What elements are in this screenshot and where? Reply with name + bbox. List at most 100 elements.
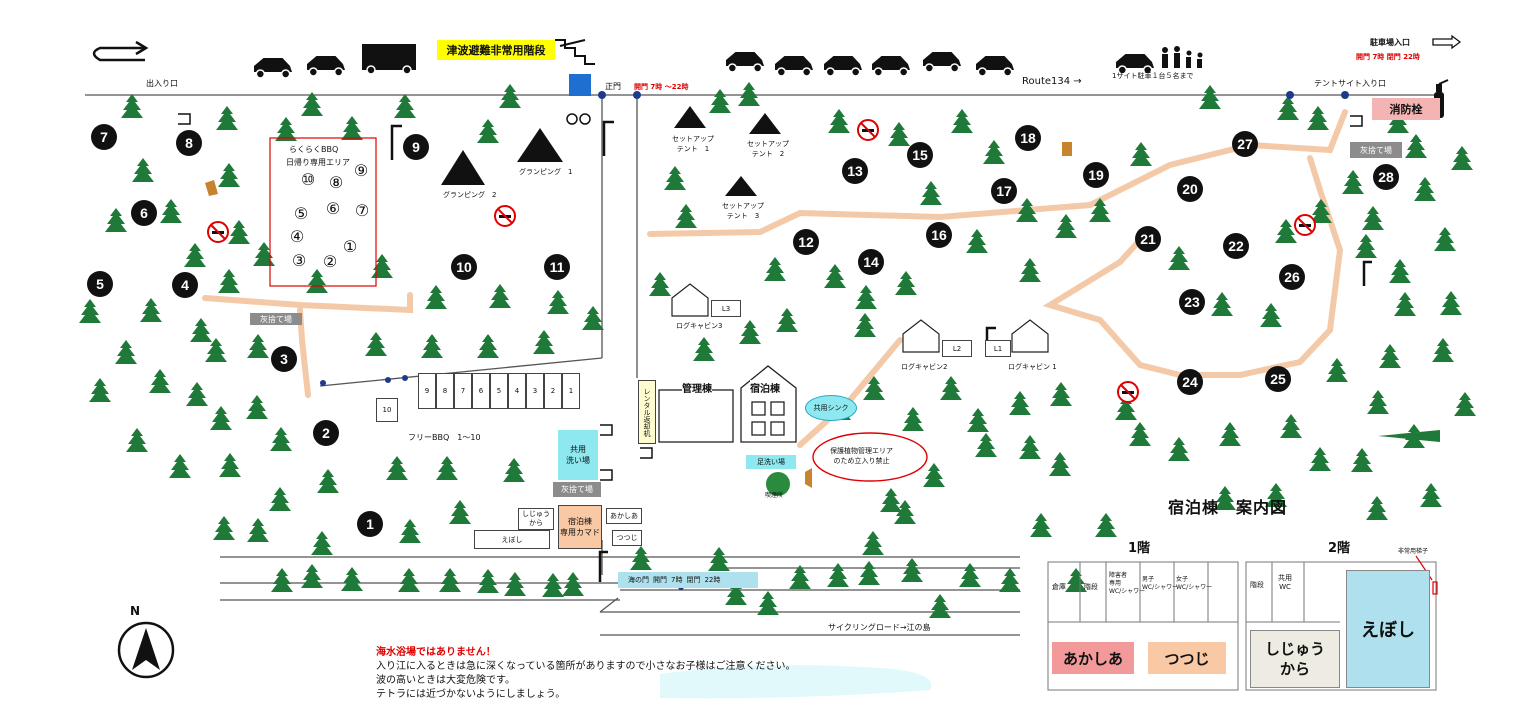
ash-dump-label: 灰捨て場: [553, 482, 601, 497]
day-use-area-label: 日帰り専用エリア: [286, 158, 350, 167]
tree-icon: [533, 330, 555, 354]
tree-icon: [923, 463, 945, 487]
floor-1-label: 1階: [1128, 541, 1151, 556]
cart-icon: [1350, 115, 1363, 127]
free-bbq-site: 7: [454, 373, 472, 409]
tree-icon: [210, 406, 232, 430]
protected-area-label: 保護植物管理エリア のため立入り禁止: [830, 447, 893, 465]
tree-icon: [213, 516, 235, 540]
car-icon: [872, 56, 910, 77]
tree-icon: [186, 382, 208, 406]
tree-icon: [477, 569, 499, 593]
tree-icon: [675, 204, 697, 228]
no-smoking-icon: [494, 205, 516, 227]
tree-icon: [341, 116, 363, 140]
room-eboshi-sign: えぼし: [474, 530, 550, 549]
gate-hours-label: 開門 7時 ～22時: [634, 83, 689, 91]
setup-tent-icon: [725, 176, 757, 196]
parking-hours: 開門 7時 閉門 22時: [1356, 52, 1420, 62]
tree-icon: [1432, 338, 1454, 362]
tree-icon: [630, 546, 652, 570]
l2-sign: L2: [942, 340, 972, 357]
site-3: 3: [271, 346, 297, 372]
glamping-tent-icon: [517, 128, 563, 162]
tree-icon: [855, 285, 877, 309]
room-akashia-sign: あかしあ: [606, 508, 642, 524]
no-smoking-icon: [207, 221, 229, 243]
car-icon: [775, 56, 813, 77]
tree-icon: [738, 82, 760, 106]
ash-dump-label: 灰捨て場: [1350, 142, 1402, 158]
tree-icon: [1065, 568, 1087, 592]
free-bbq-site: 10: [376, 398, 398, 422]
site-18: 18: [1015, 125, 1041, 151]
tree-icon: [725, 581, 747, 605]
fp-stairs-2: 階段: [1250, 581, 1264, 589]
tree-icon: [399, 519, 421, 543]
no-smoking-icons: [207, 119, 1316, 403]
sea-gate-open-label: 開門: [653, 576, 667, 584]
setup-tent-2-label: セットアップ テント 2: [747, 139, 789, 159]
free-bbq-site: 3: [526, 373, 544, 409]
tree-icon: [901, 558, 923, 582]
tree-icon: [824, 264, 846, 288]
car-icon: [923, 52, 961, 73]
tree-icon: [115, 340, 137, 364]
tree-icon: [1454, 392, 1476, 416]
bbq-day-site: ③: [290, 250, 308, 270]
tree-icon: [386, 456, 408, 480]
floor-plan-lines: [1047, 561, 1437, 691]
note-line-1: 海水浴場ではありません！: [376, 647, 496, 658]
tree-icon: [398, 568, 420, 592]
tree-icon: [854, 313, 876, 337]
tree-icon: [228, 220, 250, 244]
tree-icon: [862, 531, 884, 555]
tree-icon: [365, 332, 387, 356]
tree-icon: [1309, 447, 1331, 471]
sea-gate-close-time: 22時: [704, 576, 721, 584]
tree-icon: [504, 572, 526, 596]
site-2: 2: [313, 420, 339, 446]
tree-icon: [1049, 452, 1071, 476]
tree-icon: [1342, 170, 1364, 194]
tree-icon: [439, 568, 461, 592]
trees: [79, 82, 1476, 618]
setup-tent-1-label: セットアップ テント 1: [672, 134, 714, 154]
setup-tent-icon: [674, 106, 706, 128]
tree-icon: [311, 531, 333, 555]
cart-icon: [600, 469, 613, 481]
tree-icon: [1009, 391, 1031, 415]
setup-tent-1-name: セットアップ: [672, 135, 714, 143]
free-bbq-site: 4: [508, 373, 526, 409]
tree-icon: [542, 573, 564, 597]
tree-icon: [895, 271, 917, 295]
free-bbq-site: 8: [436, 373, 454, 409]
bicycle-icon: [566, 113, 578, 125]
setup-tent-3-name: セットアップ: [722, 202, 764, 210]
tree-icon: [499, 84, 521, 108]
fp-storage: 倉庫: [1052, 583, 1066, 591]
tree-icon: [1351, 448, 1373, 472]
site-24: 24: [1177, 369, 1203, 395]
tree-icon: [1089, 198, 1111, 222]
free-bbq-site: 1: [562, 373, 580, 409]
tree-icon: [246, 395, 268, 419]
log-cabin-icon: [902, 319, 940, 353]
fallen-tree-icon: [1378, 430, 1440, 442]
safety-notes: 海水浴場ではありません！ 入り江に入るときは急に深くなっている箇所がありますので…: [376, 646, 796, 702]
bbq-day-site: ⑧: [327, 172, 345, 192]
camper-icon: [362, 44, 416, 75]
tree-icon: [121, 94, 143, 118]
tree-icon: [880, 488, 902, 512]
speaker-icons: [205, 142, 1072, 488]
tree-icon: [301, 92, 323, 116]
tree-icon: [1016, 198, 1038, 222]
tree-icon: [126, 428, 148, 452]
stairs-icon: [555, 39, 595, 65]
tree-icon: [1362, 206, 1384, 230]
rakuraku-bbq-label: らくらくBBQ: [289, 145, 339, 154]
tent-site-entrance-label: テントサイト入り口: [1314, 79, 1386, 88]
tree-icon: [547, 290, 569, 314]
ash-dump-label: 灰捨て場: [250, 313, 302, 325]
